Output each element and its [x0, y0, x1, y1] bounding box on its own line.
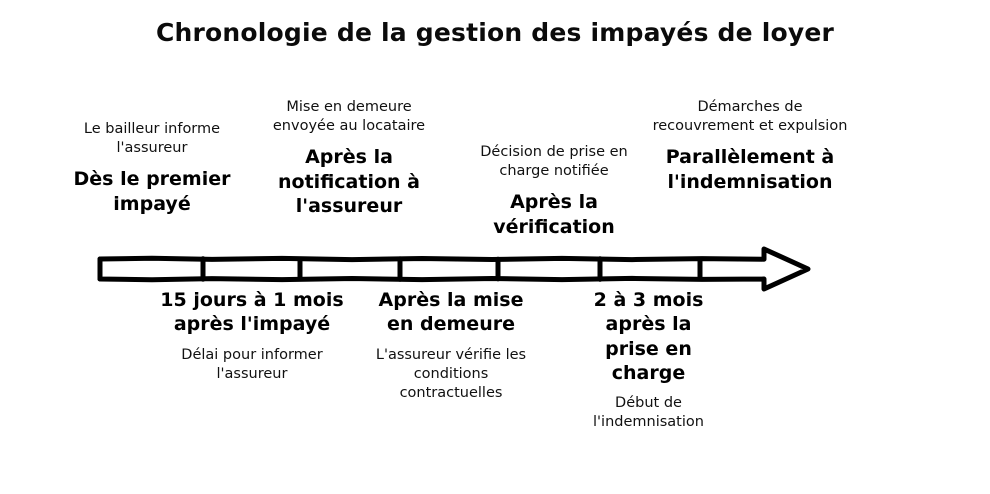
- milestone-label: 15 jours à 1 mois après l'impayé: [160, 289, 344, 336]
- timeline-arrow-graphic: [97, 246, 811, 292]
- milestone-description: Début de l'indemnisation: [593, 395, 704, 431]
- milestone-label: Dès le premier impayé: [73, 168, 231, 215]
- milestone-below-3: 2 à 3 mois après la prise en charge Débu…: [576, 288, 721, 433]
- page-title: Chronologie de la gestion des impayés de…: [155, 18, 835, 47]
- milestone-above-1: Le bailleur informe l'assureur Dès le pr…: [52, 120, 252, 216]
- milestone-above-3: Décision de prise en charge notifiée Apr…: [466, 143, 642, 239]
- milestone-label: Parallèlement à l'indemnisation: [665, 146, 835, 193]
- milestone-description: Mise en demeure envoyée au locataire: [272, 99, 426, 135]
- milestone-description: Décision de prise en charge notifiée: [480, 144, 628, 180]
- milestone-label: Après la vérification: [493, 191, 615, 238]
- milestone-description: Le bailleur informe l'assureur: [83, 121, 221, 157]
- milestone-description: L'assureur vérifie les conditions contra…: [375, 346, 527, 401]
- milestone-description: Délai pour informer l'assureur: [181, 346, 323, 382]
- milestone-description: Démarches de recouvrement et expulsion: [652, 99, 848, 135]
- milestone-below-1: 15 jours à 1 mois après l'impayé Délai p…: [152, 288, 352, 384]
- timeline-arrow: [92, 246, 817, 292]
- milestone-label: 2 à 3 mois après la prise en charge: [593, 289, 704, 384]
- milestone-above-2: Mise en demeure envoyée au locataire Apr…: [256, 98, 442, 218]
- milestone-label: Après la mise en demeure: [378, 289, 524, 336]
- milestone-above-4: Démarches de recouvrement et expulsion P…: [652, 98, 848, 194]
- milestone-label: Après la notification à l'assureur: [278, 146, 420, 217]
- milestone-below-2: Après la mise en demeure L'assureur véri…: [372, 288, 530, 403]
